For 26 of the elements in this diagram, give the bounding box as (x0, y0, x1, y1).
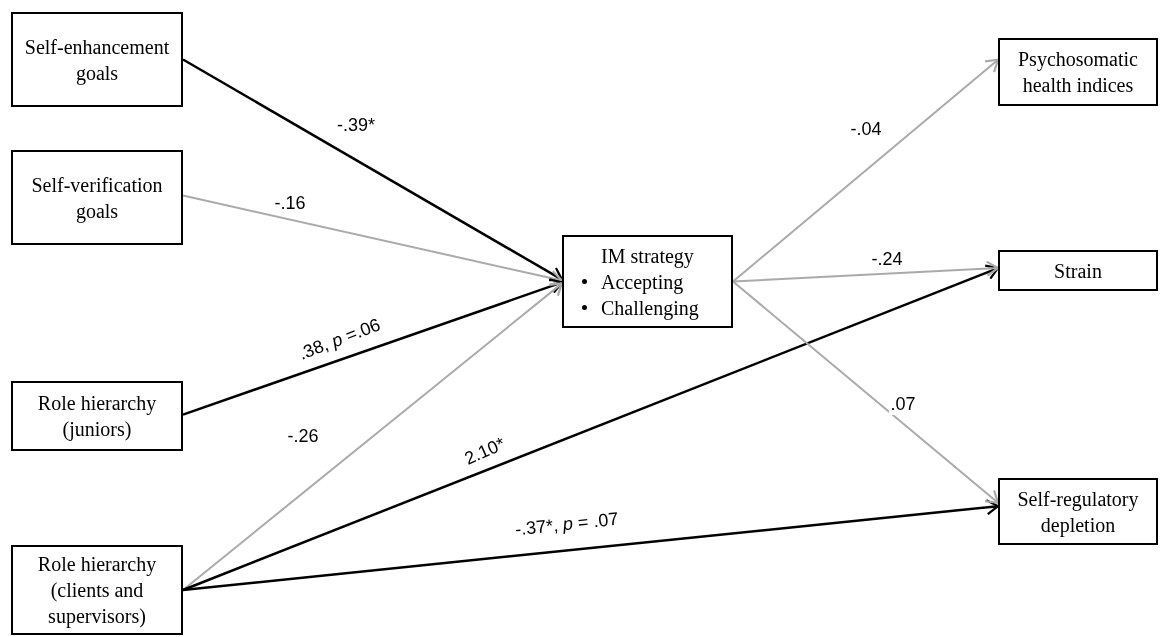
node-label: Strain (1054, 258, 1102, 284)
list-item: Challenging (601, 295, 699, 321)
edge-label: .07 (888, 395, 918, 415)
arrow (732, 58, 1000, 283)
box-heading: IM strategy (601, 243, 694, 269)
node-label: Self-verification goals (30, 172, 164, 224)
node-label: Self-regulatory depletion (1016, 486, 1140, 538)
node-label: Self-enhancement goals (23, 34, 171, 86)
arrow (182, 58, 564, 282)
variable-box (11, 381, 183, 451)
node-label: Role hierarchy (clients and supervisors) (36, 552, 158, 629)
arrow (732, 260, 1000, 283)
variable-box (11, 150, 183, 245)
arrow (182, 282, 564, 591)
variable-box (998, 250, 1158, 291)
arrow (732, 280, 1000, 504)
list-item: Accepting (601, 269, 684, 295)
node-label: Role hierarchy (juniors) (36, 391, 158, 442)
mediator-box (562, 235, 733, 328)
arrow (182, 264, 1000, 592)
node-label: Psychosomatic health indices (1017, 47, 1139, 98)
arrow (182, 278, 564, 416)
variable-box (11, 545, 183, 635)
variable-box (998, 478, 1158, 545)
variable-box (11, 12, 183, 107)
variable-box (998, 38, 1158, 106)
